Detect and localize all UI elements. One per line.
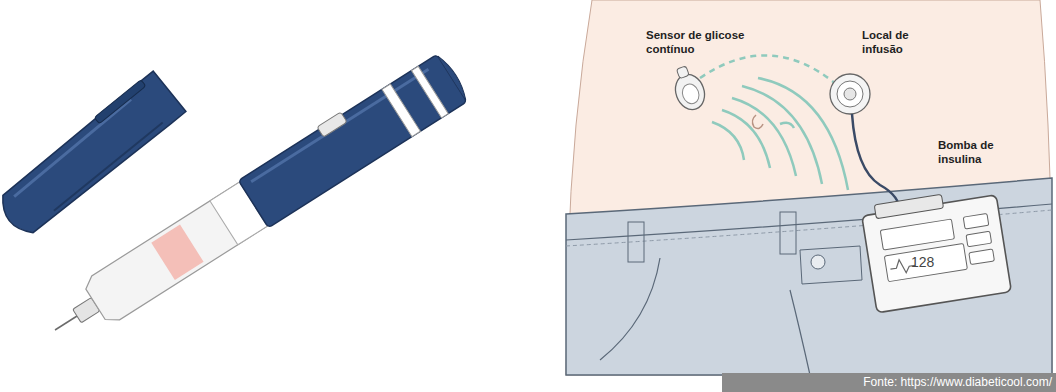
insulin-pen <box>38 49 471 353</box>
glucose-sensor <box>668 63 709 114</box>
callout-label: Sensor de glicose contínuo <box>646 28 766 57</box>
callout-label: Bomba de insulina <box>938 138 1028 167</box>
source-credit: Fonte: https://www.diabeticool.com/ <box>726 375 1052 390</box>
insulin-pump <box>860 186 1011 313</box>
pump-display-value: 128 <box>911 254 951 272</box>
callout-label: Local de infusão <box>862 28 942 57</box>
pen-cap <box>0 70 186 241</box>
